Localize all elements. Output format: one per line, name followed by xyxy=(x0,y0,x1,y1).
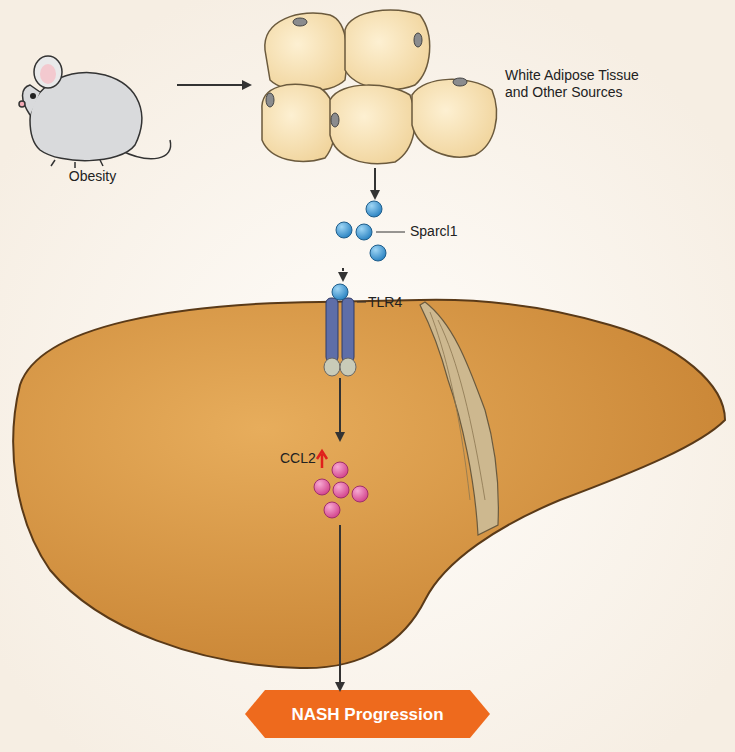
flow-arrow xyxy=(339,525,341,690)
mouse-illustration xyxy=(19,56,171,168)
adipose-node: White Adipose Tissue and Other Sources xyxy=(250,5,660,168)
ccl2-node: CCL2 xyxy=(280,440,375,525)
node-label: CCL2 xyxy=(280,450,316,467)
falciform-ligament xyxy=(420,302,498,535)
leader-line xyxy=(376,232,405,233)
ccl2-molecules xyxy=(314,462,368,518)
node-label: Sparcl1 xyxy=(410,223,457,240)
banner-node: NASH Progression xyxy=(245,690,490,738)
banner-hexagon xyxy=(245,690,490,738)
flow-arrow xyxy=(374,168,376,198)
node-label: White Adipose Tissue and Other Sources xyxy=(505,67,655,101)
node-label: Obesity xyxy=(10,168,175,185)
tlr4-receptor xyxy=(324,284,356,376)
flow-arrow xyxy=(342,268,344,280)
mouse-node: Obesity xyxy=(10,20,177,190)
liver-outline xyxy=(13,300,725,668)
sparcl1-molecules xyxy=(336,201,386,261)
leader-line xyxy=(357,302,366,303)
sparcl1-node: Sparcl1 xyxy=(325,198,470,268)
tlr4-node: TLR4 xyxy=(318,280,410,378)
adipose-cells xyxy=(262,10,497,164)
node-label: TLR4 xyxy=(368,294,402,311)
flow-arrow xyxy=(177,84,250,86)
node-label: NASH Progression xyxy=(291,706,443,723)
ligament-lines xyxy=(430,312,485,500)
flow-arrow xyxy=(339,378,341,440)
increase-arrow xyxy=(317,451,327,468)
